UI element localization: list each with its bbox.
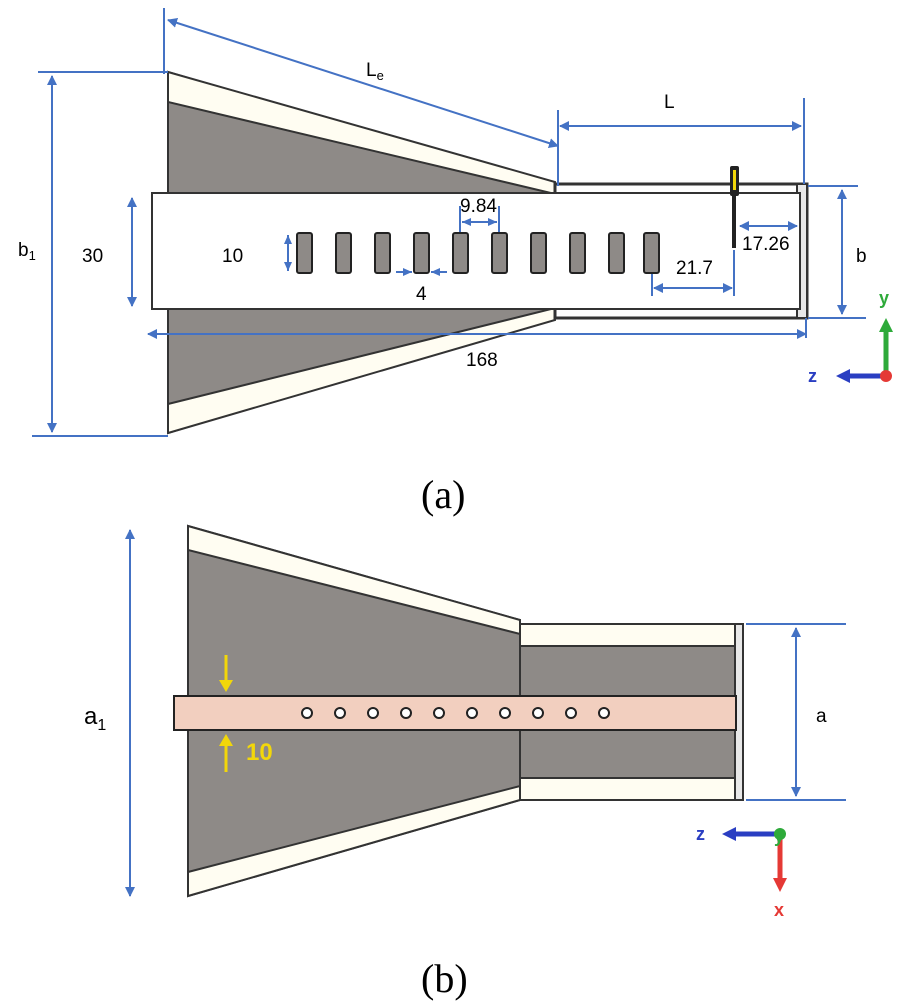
caption-b: (b): [421, 956, 468, 1001]
hole: [433, 707, 445, 719]
hole: [400, 707, 412, 719]
slot: [569, 232, 586, 274]
hole: [499, 707, 511, 719]
axis-label-z: z: [808, 366, 817, 386]
figure-b: 10 a1 a y z x (b): [84, 524, 846, 1001]
slot-row: [296, 232, 660, 274]
slot: [335, 232, 352, 274]
strip-thickness-arrows: [219, 655, 233, 772]
dielectric-strip-b: [173, 695, 737, 731]
dim-label-Le: Le: [366, 60, 384, 83]
figure-a: Le L b1 b 30 10 9.84 4 21.7 17.26 168 y …: [18, 8, 893, 517]
axis-label-y: y: [879, 288, 889, 308]
axis-label-x: x: [774, 900, 784, 920]
dimension-lines-b: [125, 529, 846, 897]
axis-label-z: z: [696, 824, 705, 844]
hole: [334, 707, 346, 719]
slot: [643, 232, 660, 274]
slot: [530, 232, 547, 274]
dim-label-a1: a1: [84, 703, 106, 734]
axis-label-y: y: [774, 826, 784, 846]
hole: [466, 707, 478, 719]
dim-label-slot-height: 10: [222, 246, 243, 267]
dim-label-21-7: 21.7: [676, 258, 713, 279]
dim-label-strip-width: 10: [246, 739, 273, 766]
dim-label-168: 168: [466, 350, 498, 371]
slot: [374, 232, 391, 274]
slot: [608, 232, 625, 274]
hole: [367, 707, 379, 719]
hole: [301, 707, 313, 719]
caption-a: (a): [421, 472, 465, 517]
slot: [296, 232, 313, 274]
hole-row: [301, 707, 610, 719]
dim-label-b: b: [856, 246, 867, 267]
hole: [598, 707, 610, 719]
hole: [532, 707, 544, 719]
feed-probe: [730, 166, 739, 248]
axis-triad-b: y z x: [696, 824, 787, 920]
slot: [452, 232, 469, 274]
dim-label-slot-gap: 4: [416, 284, 427, 305]
dim-label-L: L: [664, 92, 675, 113]
slot: [413, 232, 430, 274]
axis-triad-a: y z: [808, 288, 893, 386]
slot: [491, 232, 508, 274]
dimension-lines-a: [32, 8, 866, 437]
hole: [565, 707, 577, 719]
dim-label-b1: b1: [18, 240, 36, 263]
dim-label-slot-pitch: 9.84: [460, 196, 497, 217]
dim-label-a: a: [816, 706, 827, 727]
dim-label-17-26: 17.26: [742, 234, 790, 255]
dim-label-30: 30: [82, 246, 103, 267]
